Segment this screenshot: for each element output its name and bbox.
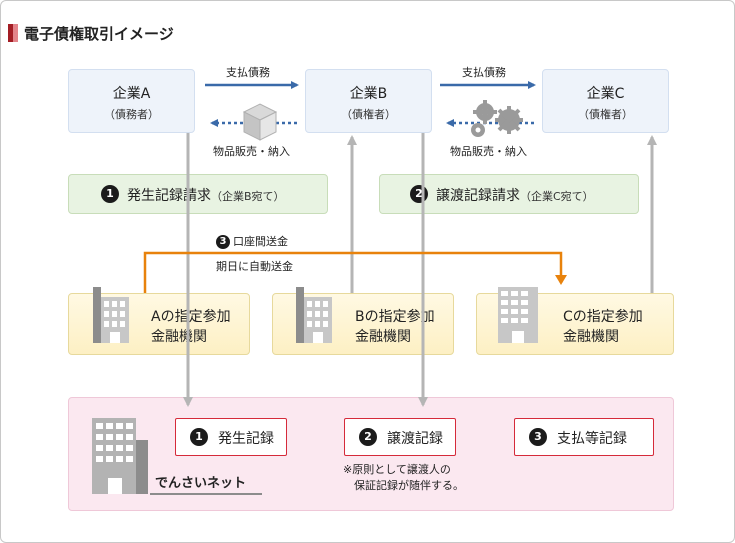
company-c-name: 企業C [586, 86, 625, 102]
company-b-box: 企業B （債権者） [305, 69, 432, 133]
bank-a-line2: 金融機関 [151, 329, 207, 345]
building-icon-a [93, 287, 129, 343]
bank-a-line1: Aの指定参加 [151, 309, 231, 325]
goods-label-ab: 物品販売・納入 [213, 145, 290, 158]
company-b-role: （債権者） [341, 108, 396, 121]
company-c-box: 企業C （債権者） [542, 69, 669, 133]
bank-b-line2: 金融機関 [355, 329, 411, 345]
record2-text: 譲渡記録 [387, 431, 443, 447]
note-line2: 保証記録が随伴する。 [354, 479, 464, 492]
step2-text: 譲渡記録請求 [436, 188, 520, 204]
building-icon-b [296, 287, 332, 343]
step2-sub: （企業C宛て） [520, 190, 594, 203]
note-line1: ※原則として譲渡人の [343, 463, 451, 476]
record-issuance-box: 1 発生記録 [175, 418, 287, 456]
transfer-sub: 期日に自動送金 [216, 260, 293, 273]
payment-label-ab: 支払債務 [226, 66, 270, 79]
building-icon-densai [92, 418, 262, 495]
company-a-name: 企業A [112, 86, 151, 102]
bank-c-line2: 金融機関 [563, 329, 619, 345]
page-title: 電子債権取引イメージ [24, 25, 174, 43]
record-transfer-box: 2 譲渡記録 [344, 418, 456, 456]
payment-label-bc: 支払債務 [462, 66, 506, 79]
company-c-role: （債権者） [578, 108, 633, 121]
transfer-number: 3 [216, 235, 230, 249]
record1-number: 1 [190, 428, 208, 446]
step1-text: 発生記録請求 [127, 188, 211, 204]
gear-icon [471, 100, 523, 137]
building-icon-c [498, 287, 538, 343]
record-payment-box: 3 支払等記録 [514, 418, 654, 456]
company-a-box: 企業A （債務者） [68, 69, 195, 133]
goods-label-bc: 物品販売・納入 [450, 145, 527, 158]
title-marker [8, 24, 18, 42]
transfer-text: 口座間送金 [233, 235, 288, 248]
company-a-role: （債務者） [104, 108, 159, 121]
record2-number: 2 [359, 428, 377, 446]
transfer-arrow [143, 251, 567, 293]
company-b-name: 企業B [349, 86, 388, 102]
record1-text: 発生記録 [218, 431, 274, 447]
step1-number: 1 [101, 185, 119, 203]
bank-b-line1: Bの指定参加 [355, 309, 435, 325]
step1-sub: （企業B宛て） [211, 190, 285, 203]
record3-text: 支払等記録 [557, 431, 627, 447]
package-icon [242, 103, 278, 141]
bank-c-line1: Cの指定参加 [563, 309, 643, 325]
densai-net-name: でんさいネット [155, 476, 247, 491]
step1-request-box: 1 発生記録請求（企業B宛て） [68, 174, 328, 214]
record3-number: 3 [529, 428, 547, 446]
